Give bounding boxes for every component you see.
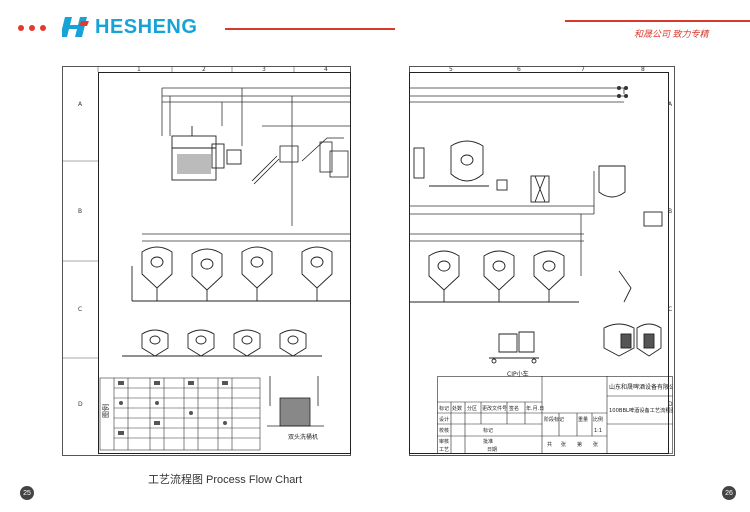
page-number-right: 26 [722, 486, 736, 500]
tb-scale: 1:1 [594, 428, 602, 434]
grid-row-label: B [668, 208, 672, 215]
tank-row-b [141, 246, 333, 291]
left-drawing-frame [98, 72, 351, 454]
brand-name: HESHENG [95, 15, 198, 38]
tb-stage-label: 比例 [593, 416, 603, 423]
brand-logo: HESHENG [62, 12, 197, 42]
washer-label: 双头洗桶机 [288, 433, 318, 441]
dot-1 [18, 25, 24, 31]
tb-header-cell: 签名 [509, 405, 519, 412]
tb-sheet-info: 张 [593, 441, 598, 448]
grid-row-label: C [668, 306, 672, 313]
logo-h-icon [62, 17, 89, 37]
grid-col-label: 8 [641, 66, 645, 73]
grid-col-label: 2 [202, 66, 206, 73]
page-number-left: 25 [20, 486, 34, 500]
tb-date-label: 日期 [487, 447, 497, 453]
dot-2 [29, 25, 35, 31]
tb-header-cell: 年.月.日 [526, 405, 544, 412]
right-drawing: 5 6 7 8 A B C D [409, 66, 673, 408]
tb-stage-label: 阶段标记 [544, 416, 564, 423]
grid-col-label: 5 [449, 66, 453, 73]
tb-stage-label: 重量 [578, 416, 588, 423]
header-rule-right [565, 20, 750, 22]
tb-sheet-info: 张 [561, 441, 566, 448]
title-block: 标记 处数 分区 更改文件号 签名 年.月.日 设计 校核 审核 工艺 标记 批… [437, 376, 673, 454]
grid-col-label: 3 [262, 66, 266, 73]
grid-col-label: 6 [517, 66, 521, 73]
grid-row-label: C [78, 306, 82, 313]
page-caption: 工艺流程图 Process Flow Chart [148, 474, 303, 486]
slogan: 和晟公司 致力专精 [634, 29, 709, 39]
tb-row-label: 工艺 [439, 447, 449, 453]
grid-row-label: D [78, 401, 83, 408]
legend-title: 图例 [101, 404, 110, 418]
tb-header-cell: 处数 [452, 405, 462, 412]
grid-row-label: A [78, 101, 83, 108]
grid-row-label: D [668, 401, 673, 408]
dot-3 [40, 25, 46, 31]
tb-header-cell: 更改文件号 [482, 405, 507, 412]
tb-drawing-title: 100BBL啤酒设备工艺流程图 [609, 406, 673, 414]
tb-header-cell: 分区 [467, 405, 477, 412]
tb-row-label: 审核 [439, 438, 449, 445]
grid-col-label: 1 [137, 66, 141, 73]
grid-row-label: B [78, 208, 82, 215]
tb-row-label: 批准 [483, 438, 493, 445]
cip-label: CIP小车 [507, 370, 529, 378]
tb-company: 山东和晟啤酒设备有限公司 [609, 383, 673, 391]
grid-col-label: 7 [581, 66, 585, 73]
header-rule-left [225, 28, 395, 30]
decorative-dots [18, 25, 46, 31]
grid-row-label: A [668, 101, 673, 108]
tb-header-cell: 标记 [439, 405, 449, 412]
tb-sheet-info: 共 [547, 441, 552, 448]
tb-row-label: 校核 [439, 427, 449, 434]
left-drawing: 1 2 3 4 A B C D [62, 66, 350, 451]
tb-row-label: 标记 [483, 427, 493, 434]
tb-sheet-info: 第 [577, 441, 582, 448]
tb-row-label: 设计 [439, 416, 449, 423]
grid-col-label: 4 [324, 66, 328, 73]
